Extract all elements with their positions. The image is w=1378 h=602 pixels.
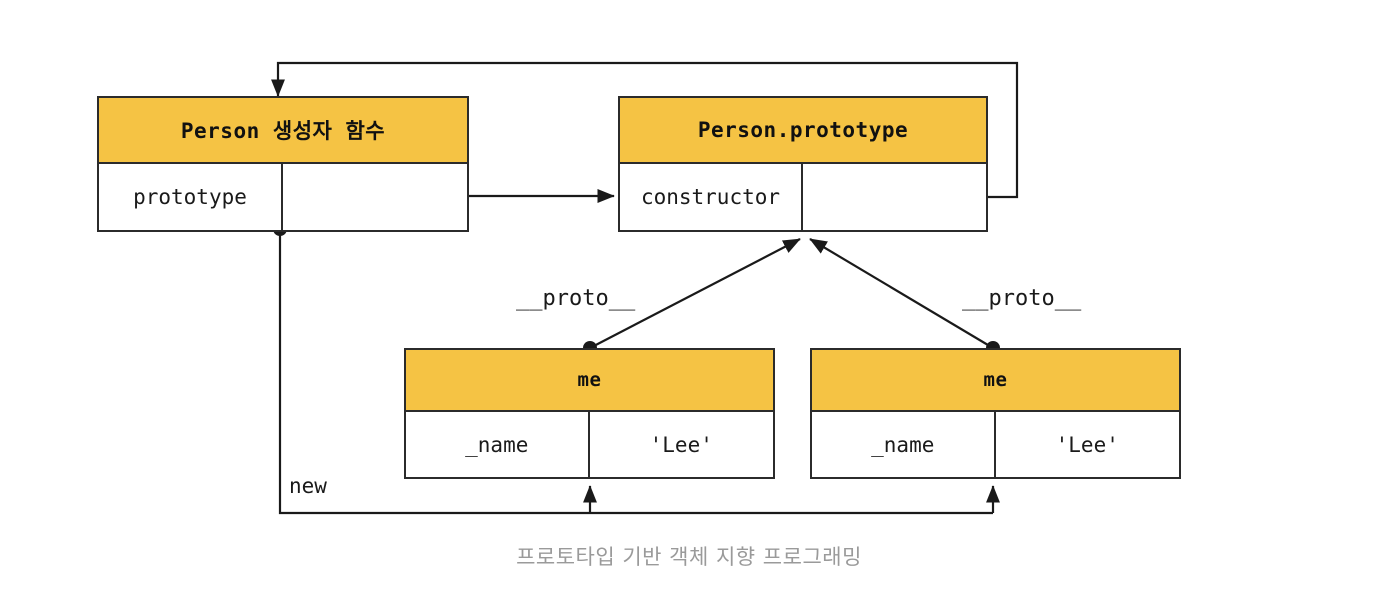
cell-me1-name-key: _name (406, 412, 590, 477)
box-person-constructor: Person 생성자 함수 prototype (97, 96, 469, 232)
box-me-instance-2-header: me (812, 350, 1179, 412)
box-person-prototype-row: constructor (620, 164, 986, 230)
box-me-instance-1-row: _name 'Lee' (406, 412, 773, 477)
box-person-constructor-header: Person 생성자 함수 (99, 98, 467, 164)
cell-prototype-constructor-key: constructor (620, 164, 803, 230)
box-me-instance-2-row: _name 'Lee' (812, 412, 1179, 477)
box-person-prototype: Person.prototype constructor (618, 96, 988, 232)
box-person-constructor-row: prototype (99, 164, 467, 230)
cell-me2-name-key: _name (812, 412, 996, 477)
edge-label-proto-right: __proto__ (962, 286, 1082, 311)
cell-prototype-constructor-value (803, 164, 986, 230)
box-me-instance-1-header: me (406, 350, 773, 412)
box-me-instance-2: me _name 'Lee' (810, 348, 1181, 479)
box-me-instance-1: me _name 'Lee' (404, 348, 775, 479)
cell-person-prototype-key: prototype (99, 164, 283, 230)
edge-label-new: new (289, 474, 327, 498)
cell-person-prototype-value (283, 164, 467, 230)
cell-me2-name-value: 'Lee' (1055, 432, 1119, 457)
diagram-caption: 프로토타입 기반 객체 지향 프로그래밍 (516, 545, 862, 569)
edge-label-proto-left: __proto__ (516, 286, 636, 311)
box-person-prototype-header: Person.prototype (620, 98, 986, 164)
cell-me1-name-value: 'Lee' (649, 432, 713, 457)
